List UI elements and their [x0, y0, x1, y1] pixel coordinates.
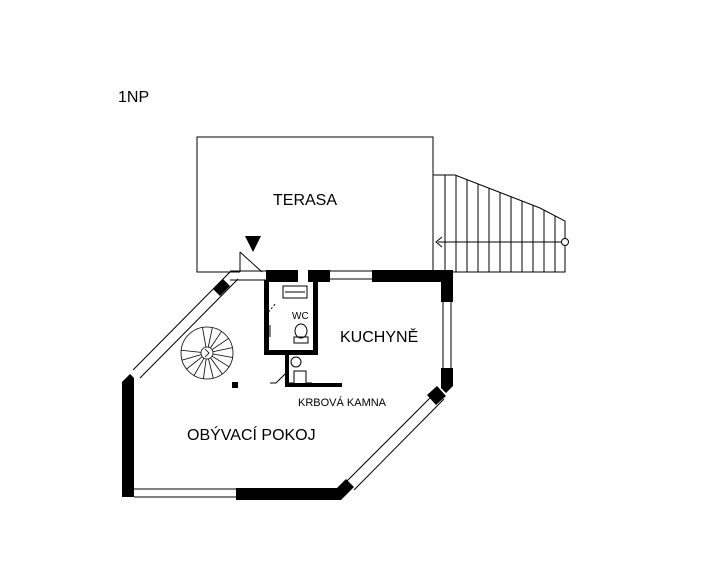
straight-stair-icon [433, 174, 569, 273]
thick-walls [122, 270, 453, 500]
spiral-step [181, 354, 202, 361]
spiral-step [210, 331, 222, 349]
room-label-wc: WC [292, 311, 309, 322]
spiral-step [186, 356, 203, 370]
spiral-step [193, 357, 205, 376]
terrace-outline [196, 136, 434, 273]
spiral-stair-icon [180, 326, 234, 380]
spiral-step [212, 347, 233, 353]
spiral-step [208, 358, 214, 379]
spiral-step [207, 327, 213, 348]
entrance-door[interactable] [239, 251, 263, 273]
spiral-step [202, 358, 207, 379]
toilet-icon [293, 323, 309, 344]
room-label-kitchen: KUCHYNĚ [340, 329, 419, 346]
spiral-step [211, 355, 230, 368]
spiral-step [211, 338, 229, 350]
spiral-step [210, 357, 223, 375]
room-label-fireplace: KRBOVÁ KAMNA [298, 397, 387, 409]
fireplace-stove [270, 356, 312, 384]
room-label-terrace: TERASA [273, 192, 338, 209]
spiral-step [212, 353, 233, 358]
wc-fixtures [265, 285, 309, 344]
sink-icon [282, 285, 308, 299]
entrance-arrow-icon [245, 236, 261, 252]
spiral-step [202, 327, 207, 348]
floor-label: 1NP [118, 89, 150, 106]
room-label-living-room: OBÝVACÍ POKOJ [187, 427, 316, 444]
spiral-step [181, 349, 202, 353]
